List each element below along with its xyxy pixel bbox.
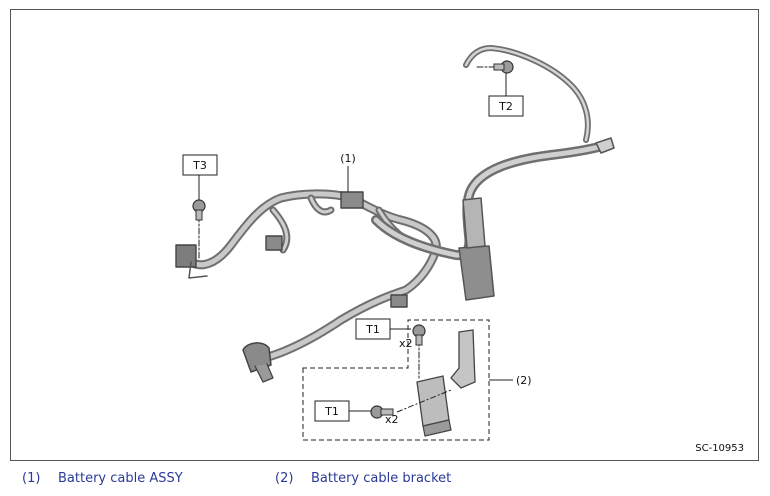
callout-2-text: (2) [516, 374, 532, 387]
quantity-lower-text: x2 [385, 413, 399, 426]
legend-text: Battery cable ASSY [58, 471, 183, 486]
diagram-frame: T3 T2 T1 x2 T1 x2 (1) (2) SC-10953 [10, 9, 759, 461]
callout-1-text: (1) [340, 152, 356, 165]
battery-cable-bracket-drawing [302, 319, 513, 441]
bolt-t2-icon [493, 60, 514, 74]
t3-text: T3 [192, 159, 207, 172]
t1-lower-text: T1 [324, 405, 339, 418]
quantity-upper-text: x2 [399, 337, 413, 350]
legend-number: (1) [22, 471, 41, 486]
legend-number: (2) [275, 471, 294, 486]
bolt-t1-upper-icon [412, 324, 426, 346]
torque-label-t1-upper: T1 x2 [355, 318, 413, 350]
battery-cable-diagram: T3 T2 T1 x2 T1 x2 (1) (2) [175, 45, 615, 441]
legend: (1) Battery cable ASSY (2) Battery cable b… [22, 471, 762, 491]
torque-label-t3: T3 [182, 154, 218, 200]
battery-cable-assy-drawing [175, 45, 615, 383]
bolt-t3-icon [192, 199, 206, 221]
figure-code: SC-10953 [695, 443, 744, 454]
torque-label-t2: T2 [488, 73, 524, 117]
bolt-t1-lower-icon [370, 405, 394, 419]
legend-item-battery-cable-bracket: (2) Battery cable bracket [275, 471, 451, 486]
legend-item-battery-cable-assy: (1) Battery cable ASSY [22, 471, 183, 486]
legend-text: Battery cable bracket [311, 471, 452, 486]
t2-text: T2 [498, 100, 513, 113]
torque-label-t1-lower: T1 x2 [314, 400, 399, 426]
t1-upper-text: T1 [365, 323, 380, 336]
